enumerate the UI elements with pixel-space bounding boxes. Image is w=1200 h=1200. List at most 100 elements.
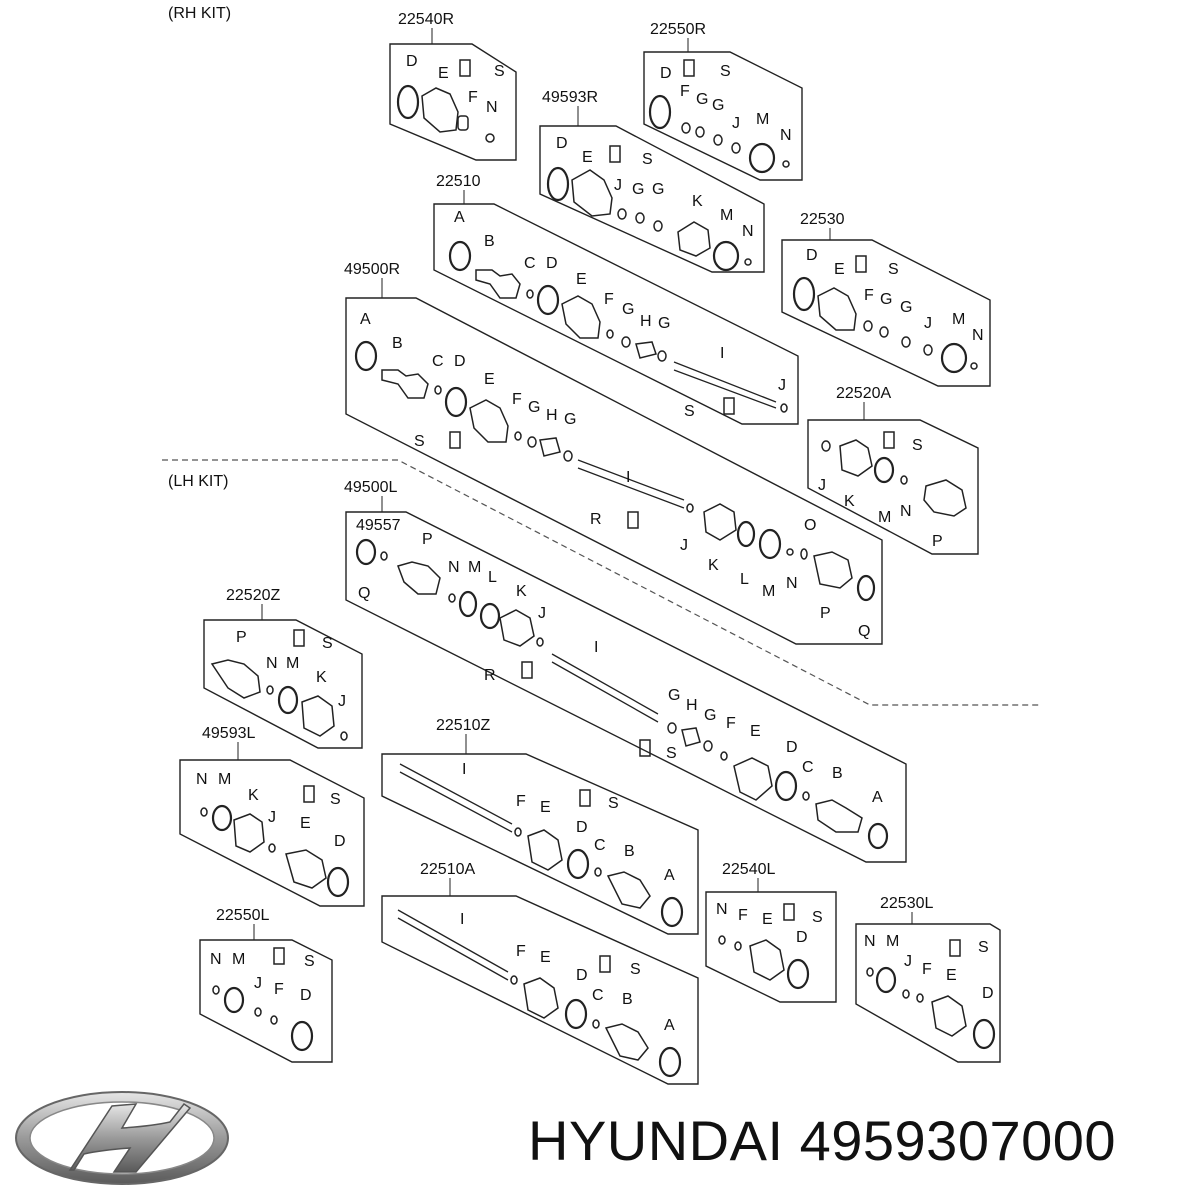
part-callout-s: S bbox=[720, 63, 731, 80]
part-drawing bbox=[681, 122, 691, 134]
part-drawing bbox=[458, 590, 478, 618]
part-callout-s: S bbox=[608, 795, 619, 812]
part-drawing bbox=[277, 685, 299, 715]
part-drawing bbox=[290, 1020, 314, 1052]
part-drawing bbox=[594, 867, 602, 877]
part-drawing bbox=[660, 896, 684, 928]
rh-kit-label: (RH KIT) bbox=[168, 5, 231, 22]
part-drawing bbox=[526, 289, 534, 299]
part-drawing bbox=[758, 528, 782, 560]
part-drawing bbox=[564, 998, 588, 1030]
part-callout-b: B bbox=[624, 843, 635, 860]
part-drawing bbox=[434, 385, 442, 395]
part-drawing bbox=[599, 955, 611, 973]
part-callout-g: G bbox=[696, 91, 708, 108]
part-drawing bbox=[285, 849, 327, 889]
panel-49593L: 49593L N M K J S E D bbox=[179, 725, 365, 907]
part-callout-n: N bbox=[716, 901, 728, 918]
part-drawing bbox=[718, 935, 726, 945]
part-drawing bbox=[821, 440, 831, 452]
part-drawing bbox=[731, 142, 741, 154]
part-drawing bbox=[733, 757, 773, 801]
part-drawing bbox=[639, 739, 651, 757]
part-callout-j: J bbox=[268, 809, 276, 826]
part-callout-m: M bbox=[886, 933, 899, 950]
part-callout-k: K bbox=[248, 787, 259, 804]
part-callout-f: F bbox=[274, 981, 284, 998]
part-callout-e: E bbox=[540, 799, 551, 816]
part-drawing bbox=[855, 255, 867, 273]
part-callout-e: E bbox=[540, 949, 551, 966]
panel-code: 22550R bbox=[650, 21, 706, 38]
part-callout-a: A bbox=[872, 789, 883, 806]
part-callout-b: B bbox=[484, 233, 495, 250]
panel-22520Z: 22520Z P S N M K J bbox=[203, 587, 363, 749]
part-callout-k: K bbox=[692, 193, 703, 210]
part-drawing bbox=[866, 967, 874, 977]
part-drawing bbox=[781, 239, 991, 387]
part-callout-b: B bbox=[832, 765, 843, 782]
part-drawing bbox=[293, 629, 305, 647]
part-callout-g: G bbox=[622, 301, 634, 318]
part-drawing bbox=[609, 145, 621, 163]
part-drawing bbox=[677, 221, 711, 257]
part-callout-a: A bbox=[454, 209, 465, 226]
part-drawing bbox=[635, 212, 645, 224]
part-drawing bbox=[536, 637, 544, 647]
part-callout-q: Q bbox=[358, 585, 370, 602]
panel-22550L: 22550L N M S J F D bbox=[199, 907, 333, 1063]
part-drawing bbox=[514, 827, 522, 837]
part-drawing bbox=[813, 551, 853, 589]
panel-22510Z: 22510Z I F E S D C B A bbox=[381, 717, 699, 935]
part-callout-d: D bbox=[576, 819, 588, 836]
part-drawing bbox=[667, 722, 677, 734]
part-drawing bbox=[268, 843, 276, 853]
part-callout-i: I bbox=[460, 911, 464, 928]
panel-code: 49593L bbox=[202, 725, 255, 742]
part-drawing bbox=[444, 386, 468, 418]
part-callout-s: S bbox=[812, 909, 823, 926]
part-callout-j: J bbox=[538, 605, 546, 622]
part-callout-k: K bbox=[844, 493, 855, 510]
part-callout-b: B bbox=[622, 991, 633, 1008]
part-drawing bbox=[606, 329, 614, 339]
part-drawing bbox=[577, 459, 685, 509]
footer-title: HYUNDAI 4959307000 bbox=[528, 1108, 1116, 1173]
part-callout-s: S bbox=[414, 433, 425, 450]
part-drawing bbox=[449, 431, 461, 449]
part-drawing bbox=[972, 1018, 996, 1050]
part-drawing bbox=[867, 822, 889, 850]
part-callout-h: H bbox=[640, 313, 652, 330]
part-callout-g: G bbox=[704, 707, 716, 724]
panel-code: 49500L bbox=[344, 479, 397, 496]
part-drawing bbox=[459, 59, 471, 77]
part-callout-i: I bbox=[626, 469, 630, 486]
part-callout-e: E bbox=[946, 967, 957, 984]
part-drawing bbox=[839, 439, 873, 477]
part-callout-k: K bbox=[316, 669, 327, 686]
part-callout-s: S bbox=[322, 635, 333, 652]
part-drawing bbox=[399, 763, 513, 833]
part-drawing bbox=[807, 419, 979, 555]
part-callout-m: M bbox=[286, 655, 299, 672]
part-callout-e: E bbox=[576, 271, 587, 288]
part-drawing bbox=[703, 740, 713, 752]
part-callout-n: N bbox=[786, 575, 798, 592]
part-callout-f: F bbox=[604, 291, 614, 308]
part-drawing bbox=[345, 511, 907, 863]
part-drawing bbox=[658, 1046, 682, 1078]
part-drawing bbox=[381, 895, 699, 1085]
part-callout-s: S bbox=[642, 151, 653, 168]
part-drawing bbox=[863, 320, 873, 332]
part-callout-f: F bbox=[726, 715, 736, 732]
part-callout-p: P bbox=[932, 533, 943, 550]
part-callout-f: F bbox=[468, 89, 478, 106]
part-drawing bbox=[273, 947, 285, 965]
part-callout-s: S bbox=[684, 403, 695, 420]
part-drawing bbox=[536, 284, 560, 316]
part-callout-c: C bbox=[802, 759, 814, 776]
part-callout-g: G bbox=[712, 97, 724, 114]
part-callout-e: E bbox=[762, 911, 773, 928]
part-callout-n: N bbox=[900, 503, 912, 520]
part-callout-c: C bbox=[594, 837, 606, 854]
